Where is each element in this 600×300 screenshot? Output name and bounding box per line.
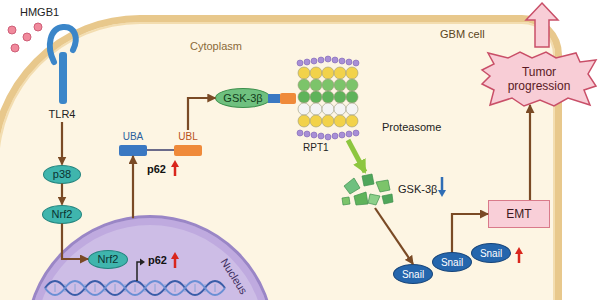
down-regulation-arrow	[438, 177, 446, 197]
node-label: p38	[53, 168, 71, 181]
progression-up-arrow	[526, 3, 558, 47]
gene-label: p62	[148, 254, 167, 266]
node-label: Nrf2	[52, 208, 73, 221]
protein-ellipse: p38	[43, 165, 81, 184]
domain-box: UBA	[116, 130, 150, 156]
p62-domain-link	[147, 149, 174, 151]
node-label: UBL	[178, 130, 197, 143]
receptor: TLR4	[42, 22, 82, 122]
cell-membrane: GBM cellTLR4p38Nrf2NucleusNrf2UBAUBLGSK-…	[0, 15, 562, 300]
arrow-connector	[452, 214, 488, 252]
label-holder: RPT1	[303, 141, 329, 154]
node-label: GSK-3β	[398, 183, 437, 196]
node-label: Tumor progression	[501, 65, 577, 93]
label-holder: p62	[147, 163, 166, 176]
arrow-connector	[61, 184, 63, 205]
protein-ellipse: GSK-3β	[215, 88, 270, 108]
arrow-connector	[61, 122, 63, 165]
arrow-connector	[62, 224, 88, 260]
node-label: Nrf2	[98, 253, 119, 266]
node-label: GSK-3β	[223, 92, 262, 105]
label-holder: HMGB1	[20, 6, 59, 19]
arrow-connector	[132, 156, 134, 218]
protein-ellipse: Nrf2	[88, 250, 128, 269]
subunit-label: RPT1	[303, 142, 329, 153]
arrow-connector	[375, 208, 413, 264]
region-label: Cytoplasm	[190, 40, 242, 52]
node-label: Nucleus	[218, 256, 250, 297]
node-label: UBA	[123, 130, 144, 143]
protein-ellipse: Nrf2	[42, 205, 82, 224]
arrow-connector	[529, 105, 531, 200]
dna-helix	[45, 281, 225, 295]
node-label: TLR4	[42, 108, 82, 121]
up-regulation-arrow	[171, 160, 523, 268]
node-label: EMT	[506, 208, 531, 221]
label-holder: Cytoplasm	[190, 40, 242, 53]
node-label: Snail	[480, 247, 502, 260]
protein-ellipse: Snail	[393, 264, 433, 284]
node-label: Snail	[402, 268, 424, 281]
process-box: EMT	[488, 200, 550, 228]
arrow-connector	[348, 140, 365, 172]
protein-label: p62	[147, 163, 166, 175]
domain-bar	[174, 145, 202, 156]
node-label: GBM cell	[440, 28, 485, 41]
domain-bar	[119, 145, 147, 156]
outcome-burst: Tumor progression	[480, 50, 598, 108]
rpt1-binding-symbol	[268, 93, 296, 104]
domain-box: UBL	[172, 130, 204, 156]
node-label: Proteasome	[382, 121, 441, 134]
hmgb1-dots	[8, 23, 42, 52]
arrow-connector	[271, 97, 290, 100]
proteasome: Proteasome	[290, 55, 455, 140]
protein-ellipse: Snail	[471, 243, 511, 263]
degraded-fragments: GSK-3β	[340, 172, 450, 208]
ligand-label: HMGB1	[20, 6, 59, 18]
node-label: Snail	[441, 256, 463, 269]
arrow-connector	[188, 98, 215, 130]
label-holder: p62	[148, 254, 167, 267]
receptor-shape	[42, 22, 82, 122]
protein-ellipse: Snail	[432, 252, 472, 272]
promoter-arrow	[137, 259, 145, 282]
